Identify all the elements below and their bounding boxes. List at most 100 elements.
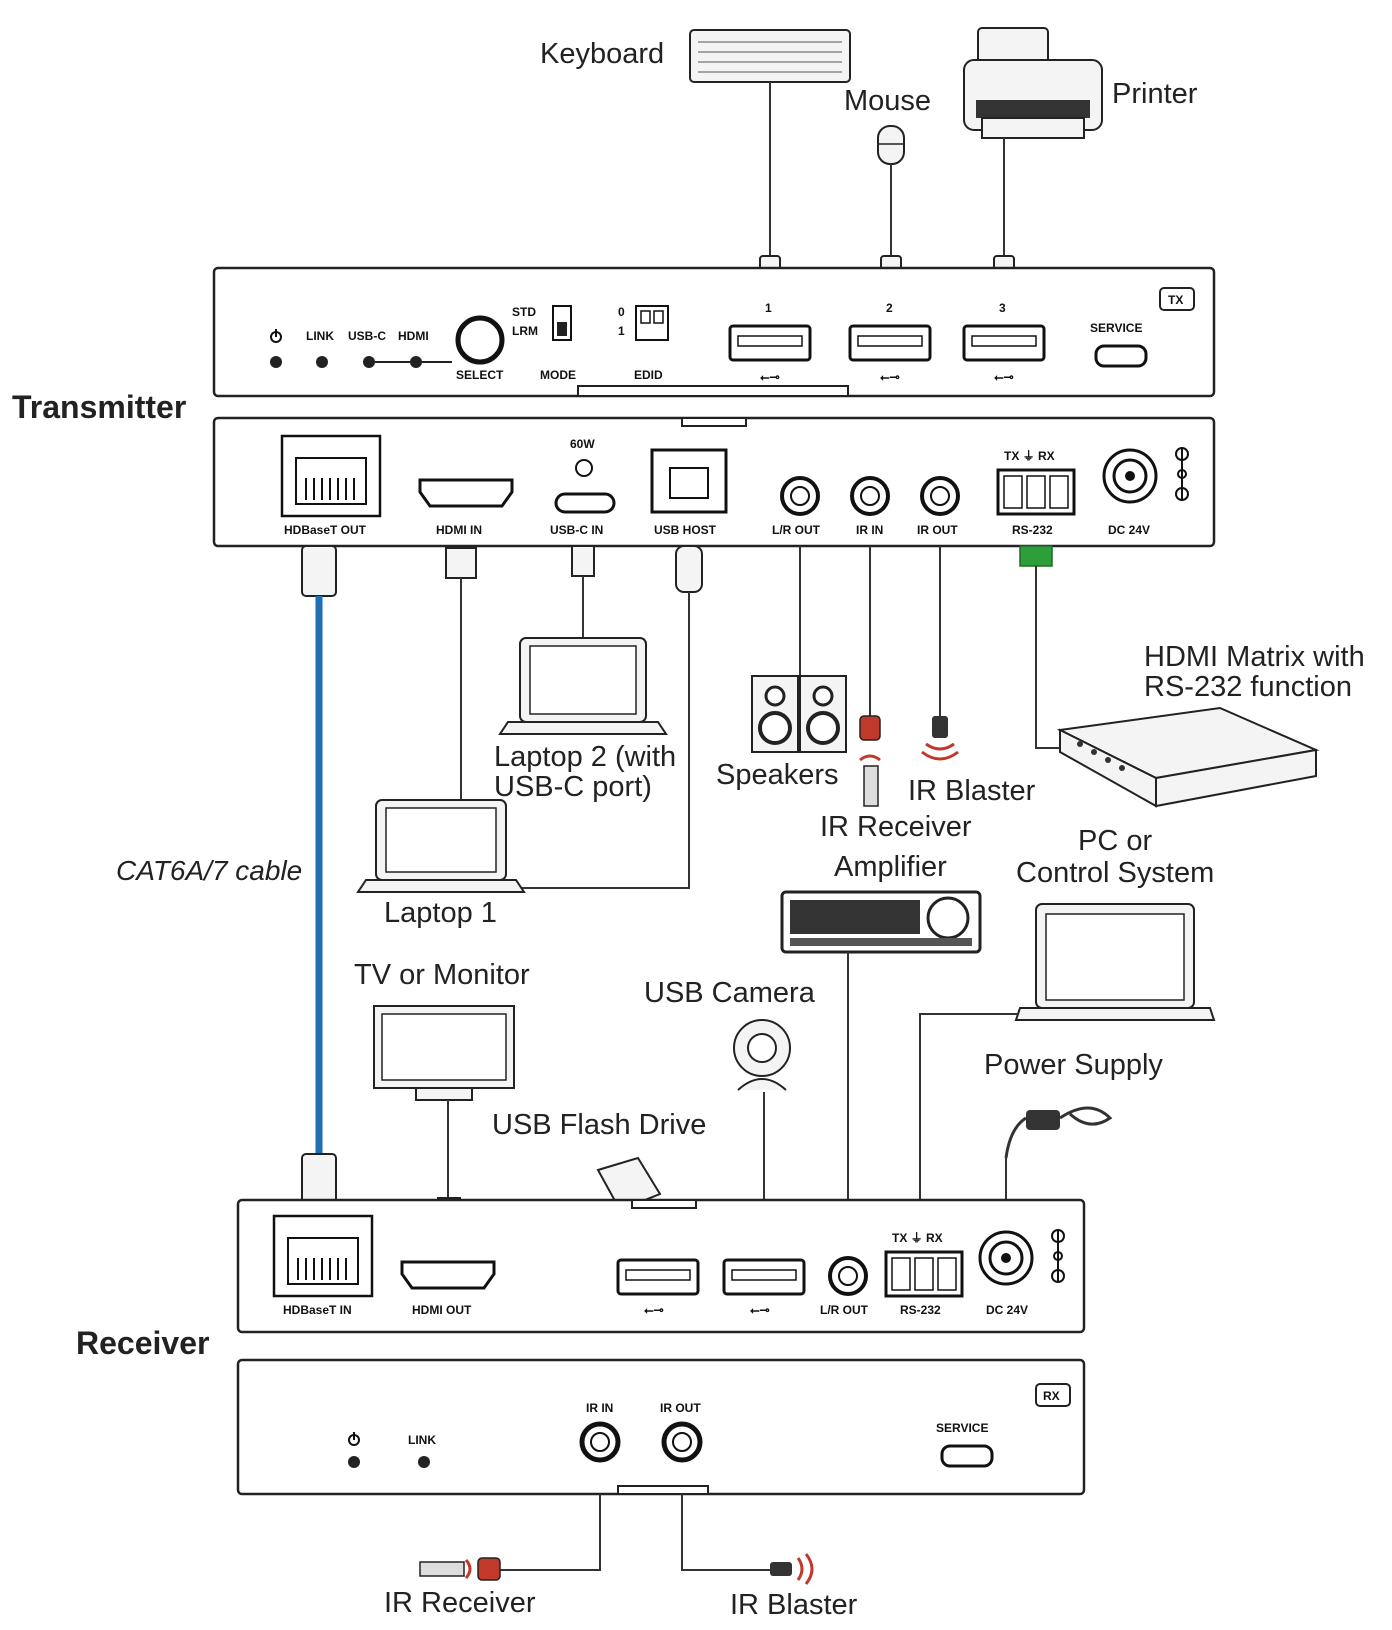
polarity-icon	[1051, 1229, 1065, 1283]
tx-rs232-pins: TX ⏚ RX	[1004, 449, 1055, 463]
port-label-hdbaset-out: HDBaseT OUT	[284, 523, 367, 537]
ir-receiver-icon	[859, 754, 881, 807]
port-label-hdbaset-in: HDBaseT IN	[283, 1303, 352, 1317]
port-label-ir-out: IR OUT	[917, 523, 958, 537]
usb-camera-icon	[733, 1019, 791, 1091]
usb-icon: ⭠⊸	[644, 1303, 664, 1317]
usbc-in-port[interactable]	[554, 492, 616, 514]
label-pc-line1: PC or	[1078, 825, 1152, 857]
usb-port-number-1: 1	[765, 301, 772, 315]
transmitter-front-panel: TX LINK USB-C HDMI SELECT STD LRM MODE 0…	[212, 266, 1216, 398]
port-label-hdmi-out: HDMI OUT	[412, 1303, 472, 1317]
power-supply-icon	[1004, 1106, 1113, 1159]
power-led	[270, 356, 282, 368]
hdmi-out-port[interactable]	[400, 1260, 496, 1290]
usb-icon: ⭠⊸	[880, 370, 900, 384]
speakers-icon	[751, 675, 847, 753]
rx-link-led	[418, 1456, 430, 1468]
usbc-power-icon	[575, 459, 593, 477]
hdmi-led	[410, 356, 422, 368]
select-button[interactable]	[455, 315, 505, 365]
label-matrix-line2: RS-232 function	[1144, 671, 1352, 703]
ir-blaster-rx-icon	[770, 1553, 814, 1585]
rx-ir-out-label: IR OUT	[660, 1401, 701, 1415]
rs232-plug-tx	[1019, 545, 1053, 567]
power-icon	[348, 1432, 360, 1446]
laptop2-icon	[498, 637, 668, 735]
label-flash: USB Flash Drive	[492, 1109, 706, 1141]
transmitter-rear-panel: HDBaseT OUT HDMI IN 60W USB-C IN USB HOS…	[212, 416, 1216, 548]
power-icon	[270, 329, 282, 343]
led-hdmi-label: HDMI	[398, 329, 429, 343]
label-tv: TV or Monitor	[354, 959, 530, 991]
receiver-title: Receiver	[76, 1325, 209, 1361]
port-label-lr-out: L/R OUT	[772, 523, 821, 537]
port-label-hdmi-in: HDMI IN	[436, 523, 482, 537]
keyboard-icon	[689, 29, 851, 83]
edid-0-label: 0	[618, 305, 625, 319]
label-printer: Printer	[1112, 78, 1198, 110]
usb-icon: ⭠⊸	[760, 370, 780, 384]
rx-power-led	[348, 1456, 360, 1468]
rj45-plug-rx	[301, 1153, 337, 1205]
mode-label: MODE	[540, 368, 576, 382]
label-laptop1: Laptop 1	[384, 897, 497, 929]
mouse-icon	[877, 125, 905, 165]
rj45-plug-tx	[301, 545, 337, 597]
label-ir-blaster-tx: IR Blaster	[908, 775, 1036, 807]
usb-icon: ⭠⊸	[994, 370, 1014, 384]
label-laptop2-line1: Laptop 2 (with	[494, 741, 676, 773]
label-matrix-line1: HDMI Matrix with	[1144, 641, 1365, 673]
label-keyboard: Keyboard	[540, 38, 664, 70]
link-led	[316, 356, 328, 368]
port-label-usbc-in: USB-C IN	[550, 523, 603, 537]
receiver-front-panel: RX LINK IR IN IR OUT SERVICE	[236, 1358, 1086, 1496]
rx-ir-in-label: IR IN	[586, 1401, 613, 1415]
label-speakers: Speakers	[716, 759, 839, 791]
port-label-rx-lr-out: L/R OUT	[820, 1303, 869, 1317]
select-label: SELECT	[456, 368, 504, 382]
hdmi-in-port[interactable]	[418, 478, 514, 508]
usbc-power-label: 60W	[570, 437, 595, 451]
mode-lrm-label: LRM	[512, 324, 538, 338]
usb-port-number-2: 2	[886, 301, 893, 315]
led-usbc-label: USB-C	[348, 329, 386, 343]
label-ir-receiver-tx: IR Receiver	[820, 811, 972, 843]
rx-led-link-label: LINK	[408, 1433, 436, 1447]
laptop1-icon	[356, 799, 526, 893]
usb-icon: ⭠⊸	[750, 1303, 770, 1317]
label-ir-blaster-rx: IR Blaster	[730, 1589, 858, 1621]
printer-icon	[963, 27, 1103, 139]
usbc-led	[363, 356, 375, 368]
usb-port-number-3: 3	[999, 301, 1006, 315]
mode-std-label: STD	[512, 305, 536, 319]
rx-service-label: SERVICE	[936, 1421, 988, 1435]
edid-1-label: 1	[618, 324, 625, 338]
label-pc-line2: Control System	[1016, 857, 1214, 889]
label-amplifier: Amplifier	[834, 851, 947, 883]
rx-rs232-pins: TX ⏚ RX	[892, 1231, 943, 1245]
tv-icon	[373, 1005, 515, 1101]
led-link-label: LINK	[306, 329, 334, 343]
port-label-rx-rs232: RS-232	[900, 1303, 941, 1317]
tx-service-port[interactable]	[1094, 344, 1148, 368]
label-ir-receiver-rx: IR Receiver	[384, 1587, 536, 1619]
port-label-rs232: RS-232	[1012, 523, 1053, 537]
label-camera: USB Camera	[644, 977, 816, 1009]
edid-label: EDID	[634, 368, 663, 382]
pc-laptop-icon	[1014, 903, 1216, 1021]
port-label-rx-dc: DC 24V	[986, 1303, 1028, 1317]
receiver-rear-panel: HDBaseT IN HDMI OUT ⭠⊸ ⭠⊸ L/R OUT TX ⏚ R…	[236, 1198, 1086, 1334]
rx-service-port[interactable]	[940, 1444, 994, 1468]
transmitter-title: Transmitter	[12, 389, 186, 425]
label-laptop2-line2: USB-C port)	[494, 771, 652, 803]
rx-badge: RX	[1043, 1389, 1060, 1403]
label-mouse: Mouse	[844, 85, 931, 117]
cat-cable-label: CAT6A/7 cable	[116, 855, 302, 886]
tx-service-label: SERVICE	[1090, 321, 1142, 335]
polarity-icon	[1175, 447, 1189, 501]
label-power: Power Supply	[984, 1049, 1163, 1081]
hdmi-matrix-icon	[1056, 706, 1320, 808]
ir-receiver-rx-icon	[419, 1557, 501, 1581]
